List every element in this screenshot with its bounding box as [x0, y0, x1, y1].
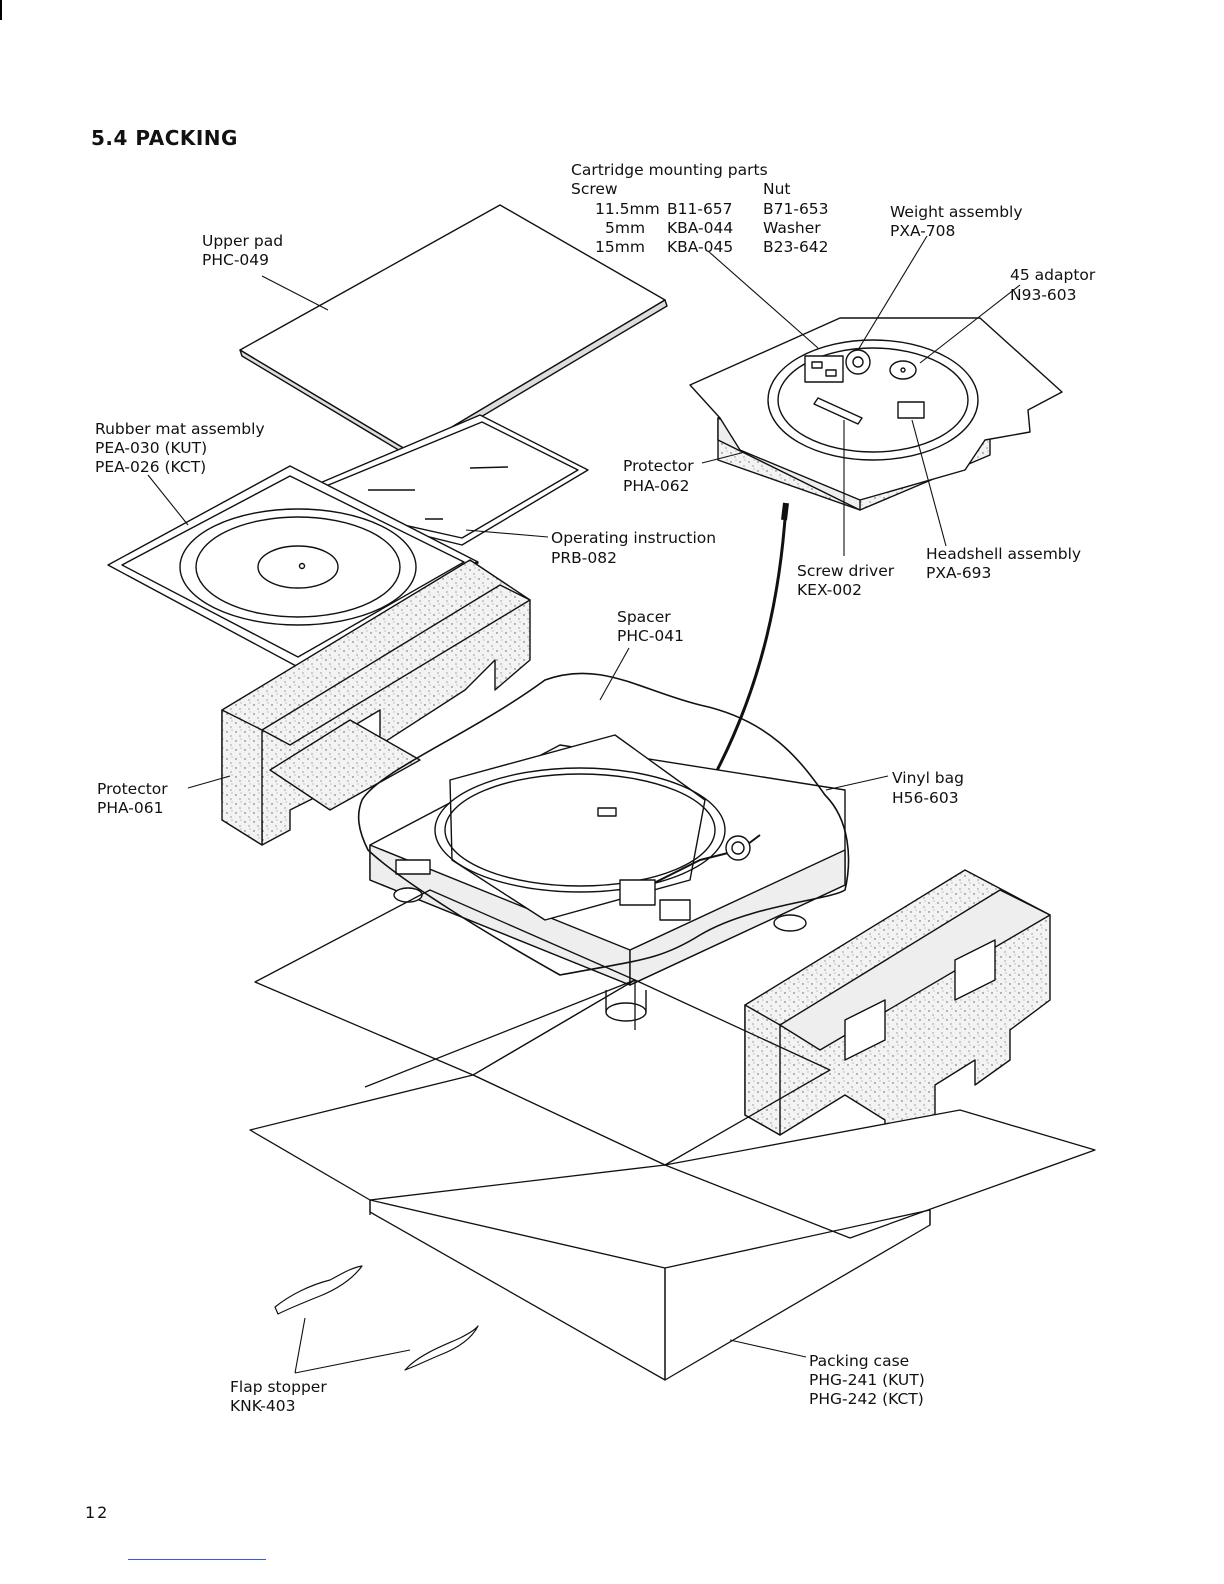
page-edge-mark — [0, 0, 2, 20]
cartridge-row1-nut: B71-653 — [763, 200, 829, 218]
protector-left-part: PHA-061 — [97, 799, 164, 817]
rubber-mat-part1: PEA-030 (KUT) — [95, 439, 208, 457]
flap-stopper-name: Flap stopper — [230, 1378, 327, 1396]
cartridge-row3-nut: B23-642 — [763, 238, 829, 256]
operating-instruction-part: PRB-082 — [551, 549, 617, 567]
adaptor-45-name: 45 adaptor — [1010, 266, 1096, 284]
spacer-part: PHC-041 — [617, 627, 685, 645]
cartridge-row3-size: 15mm — [595, 238, 645, 256]
upper-pad-name: Upper pad — [202, 232, 284, 250]
rubber-mat-name: Rubber mat assembly — [95, 420, 265, 438]
page-number: 12 — [85, 1503, 110, 1522]
screw-driver-name: Screw driver — [797, 562, 895, 580]
packing-case-name: Packing case — [809, 1352, 910, 1370]
cartridge-row1-part: B11-657 — [667, 200, 733, 218]
protector-left-name: Protector — [97, 780, 168, 798]
operating-instruction-name: Operating instruction — [551, 529, 717, 547]
screw-driver-part: KEX-002 — [797, 581, 862, 599]
headshell-part: PXA-693 — [926, 564, 992, 582]
cartridge-row2-size: 5mm — [605, 219, 646, 237]
rubber-mat-part2: PEA-026 (KCT) — [95, 458, 207, 476]
vinyl-bag-outline — [357, 672, 850, 976]
flap-stoppers — [274, 1265, 479, 1371]
protector-top-name: Protector — [623, 457, 694, 475]
protector-right-foam — [744, 869, 1051, 1146]
screw-driver-line — [710, 504, 788, 781]
packing-case-part1: PHG-241 (KUT) — [809, 1371, 925, 1389]
cartridge-row3-part: KBA-045 — [667, 238, 734, 256]
packing-case-part2: PHG-242 (KCT) — [809, 1390, 924, 1408]
cartridge-row1-size: 11.5mm — [595, 200, 660, 218]
cartridge-row2-nut: Washer — [763, 219, 821, 237]
cartridge-nut-header: Nut — [763, 180, 791, 198]
weight-assembly-name: Weight assembly — [890, 203, 1023, 221]
weight-assembly-part: PXA-708 — [890, 222, 956, 240]
turntable-unit — [369, 734, 846, 1022]
headshell-name: Headshell assembly — [926, 545, 1082, 563]
vinyl-bag-name: Vinyl bag — [892, 769, 964, 787]
protector-left-foam — [221, 559, 531, 846]
section-title: 5.4 PACKING — [91, 126, 238, 150]
cartridge-row2-part: KBA-044 — [667, 219, 734, 237]
vinyl-bag-part: H56-603 — [892, 789, 959, 807]
upper-pad-part: PHC-049 — [202, 251, 270, 269]
spacer-name: Spacer — [617, 608, 671, 626]
cartridge-screw-header: Screw — [571, 180, 618, 198]
packing-case — [249, 889, 1096, 1381]
adaptor-45-part: N93-603 — [1010, 286, 1077, 304]
accessory-tray — [689, 317, 1063, 501]
flap-stopper-part: KNK-403 — [230, 1397, 296, 1415]
footer-rule — [128, 1559, 266, 1560]
cartridge-parts-heading: Cartridge mounting parts — [571, 161, 768, 179]
leader-lines — [147, 235, 1021, 1374]
protector-top-part: PHA-062 — [623, 477, 690, 495]
